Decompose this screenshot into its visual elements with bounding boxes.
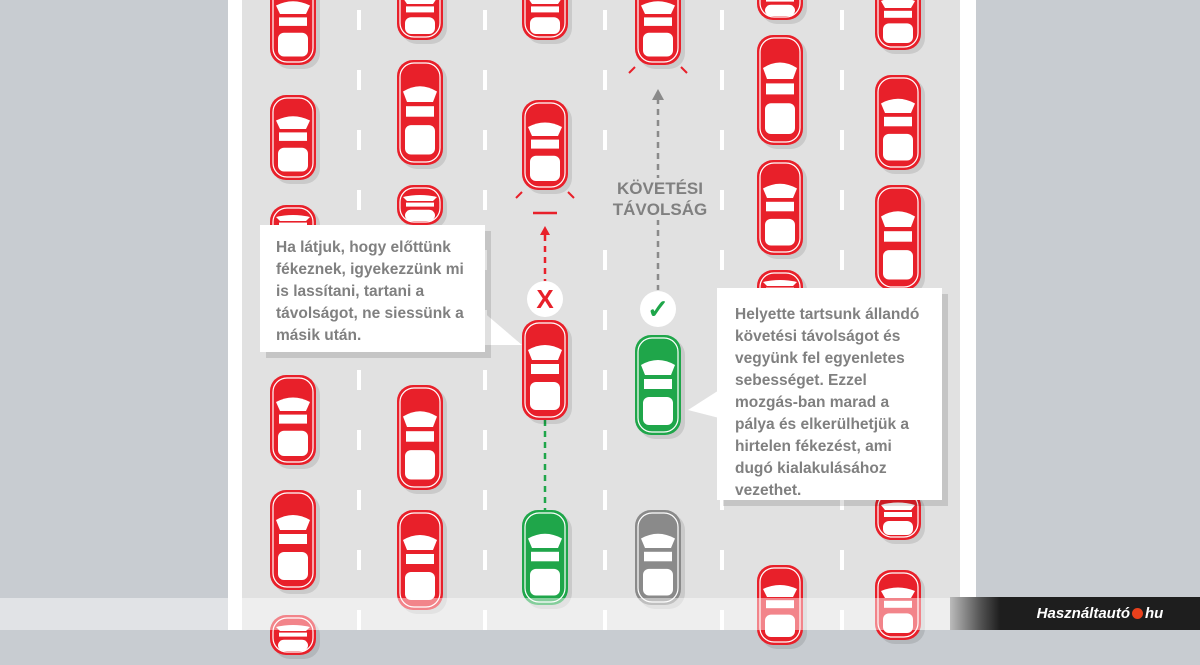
car-icon (522, 0, 572, 44)
gray-arrow-icon (652, 89, 664, 100)
wrong-badge: X (527, 281, 563, 317)
braking-car-icon (628, 0, 688, 74)
car-icon (757, 565, 807, 649)
car-icon (875, 0, 925, 54)
lane-dash (840, 190, 844, 210)
logo[interactable]: Használtautó hu (1000, 597, 1200, 630)
lane-dash (483, 70, 487, 90)
lane-dash (840, 70, 844, 90)
lane-dash (603, 10, 607, 30)
lane-dash (720, 130, 724, 150)
lane-dash (357, 610, 361, 630)
car-icon (397, 185, 447, 229)
lane-dash (483, 490, 487, 510)
lane-dash (357, 190, 361, 210)
car-icon (635, 335, 685, 439)
lane-dash (483, 370, 487, 390)
right-callout: Helyette tartsunk állandó követési távol… (717, 288, 942, 500)
car-icon (270, 490, 320, 594)
lane-dash (357, 550, 361, 570)
lane-dash (840, 130, 844, 150)
lane-dash (483, 190, 487, 210)
lane-dash (720, 490, 724, 510)
car-icon (875, 570, 925, 644)
left-callout: Ha látjuk, hogy előttünk fékeznek, igyek… (260, 225, 485, 352)
lane-dash (720, 190, 724, 210)
logo-suffix: hu (1145, 605, 1164, 622)
car-icon (522, 510, 572, 609)
lane-dash (720, 70, 724, 90)
logo-dot-icon (1132, 608, 1144, 619)
label-line: TÁVOLSÁG (612, 200, 708, 219)
lane-dash (720, 10, 724, 30)
car-icon (270, 0, 320, 69)
logo-fade (950, 597, 1000, 630)
car-icon (757, 0, 807, 24)
car-icon (270, 95, 320, 184)
lane-dash (603, 250, 607, 270)
car-icon (270, 375, 320, 469)
lane-dash (357, 430, 361, 450)
braking-car-icon (515, 100, 575, 199)
lane-dash (603, 130, 607, 150)
car-icon (635, 510, 685, 609)
x-icon: X (536, 283, 554, 314)
lane-dash (603, 430, 607, 450)
lane-dash (720, 250, 724, 270)
lane-dash (357, 10, 361, 30)
lane-dash (840, 490, 844, 510)
distance-lines (533, 89, 664, 510)
label-line: KÖVETÉSI (617, 179, 703, 198)
car-icon (397, 0, 447, 44)
lane-dash (603, 310, 607, 330)
car-icon (757, 160, 807, 259)
lane-dash (603, 370, 607, 390)
lane-dash (483, 550, 487, 570)
car-icon (875, 185, 925, 294)
lane-dash (483, 430, 487, 450)
right-callout-text: Helyette tartsunk állandó követési távol… (735, 306, 920, 499)
red-arrow-icon (540, 226, 550, 235)
logo-text: Használtautó (1036, 605, 1131, 622)
car-icon (875, 75, 925, 174)
lane-dash (840, 10, 844, 30)
lane-dash (603, 550, 607, 570)
car-icon (397, 60, 447, 169)
lane-dash (720, 550, 724, 570)
correct-badge: ✓ (640, 291, 676, 327)
lane-dash (357, 70, 361, 90)
car-icon (397, 510, 447, 614)
lane-dash (840, 250, 844, 270)
left-callout-text: Ha látjuk, hogy előttünk fékeznek, igyek… (276, 239, 464, 344)
lane-dash (603, 610, 607, 630)
lane-dash (483, 10, 487, 30)
lane-dash (483, 130, 487, 150)
car-icon (522, 320, 572, 424)
lane-dash (357, 130, 361, 150)
lane-dash (483, 250, 487, 270)
lane-dash (357, 490, 361, 510)
lane-dash (840, 550, 844, 570)
following-distance-label: KÖVETÉSI TÁVOLSÁG (600, 178, 720, 220)
check-icon: ✓ (647, 293, 669, 324)
lane-dash (483, 610, 487, 630)
lane-dash (603, 490, 607, 510)
car-icon (757, 35, 807, 149)
lane-dash (840, 610, 844, 630)
car-icon (397, 385, 447, 494)
lane-dash (603, 70, 607, 90)
lane-dash (357, 370, 361, 390)
car-icon (875, 490, 925, 544)
lane-dash (720, 610, 724, 630)
